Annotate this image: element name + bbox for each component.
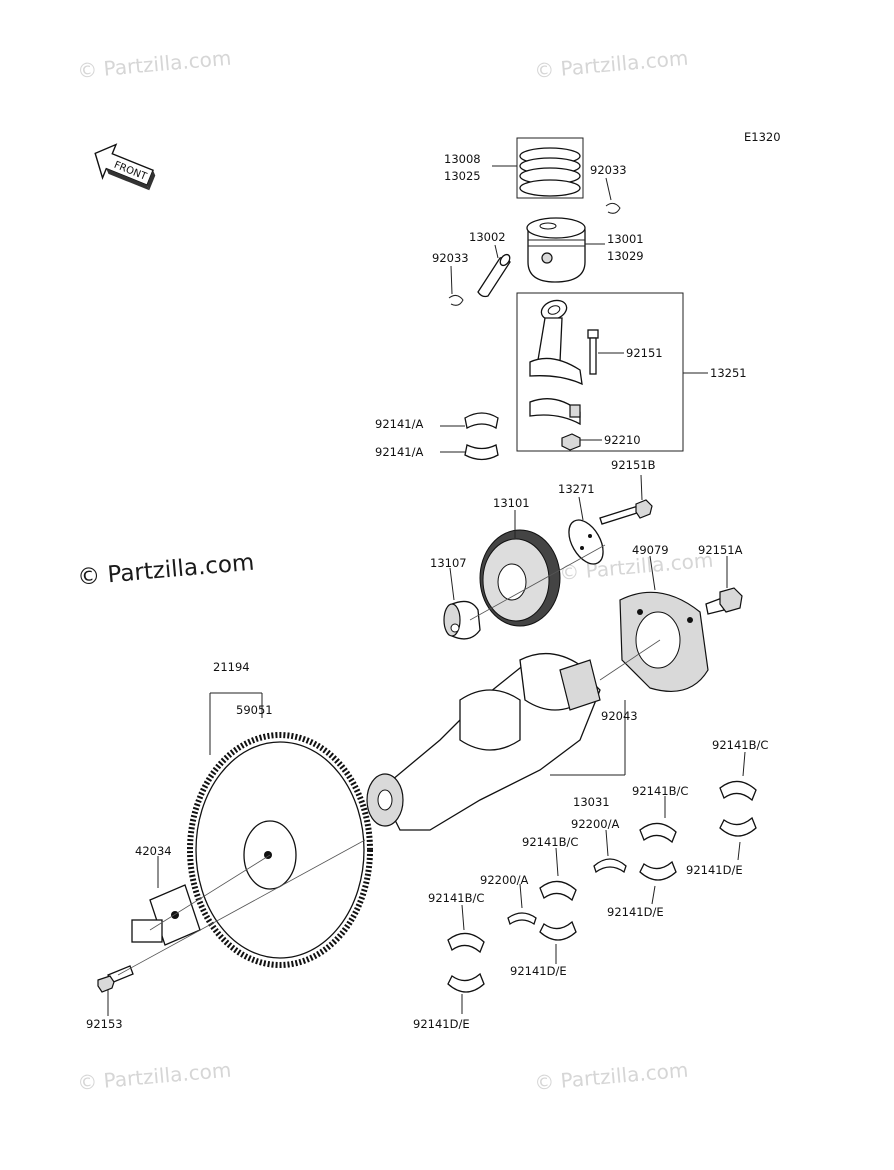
label-92141de-4: 92141D/E bbox=[413, 1017, 470, 1031]
watermark-main: © Partzilla.com bbox=[76, 550, 255, 591]
label-49079: 49079 bbox=[632, 543, 669, 557]
drive-coupling bbox=[131, 884, 201, 946]
piston-pin bbox=[477, 253, 511, 298]
conrod-bolt bbox=[587, 329, 599, 375]
circlip-right bbox=[605, 202, 621, 214]
label-92210: 92210 bbox=[604, 433, 641, 447]
crank-balancer bbox=[619, 591, 709, 692]
watermark-top-right: © Partzilla.com bbox=[533, 46, 689, 83]
watermark-text: © Partzilla.com bbox=[533, 46, 689, 83]
crankshaft bbox=[366, 652, 601, 831]
label-92141de-2: 92141D/E bbox=[607, 905, 664, 919]
crankshaft-gear bbox=[479, 529, 561, 627]
label-92151a: 92151A bbox=[698, 543, 743, 557]
piston-ring-set bbox=[516, 137, 584, 199]
label-21194: 21194 bbox=[213, 660, 250, 674]
label-13008: 13008 bbox=[444, 152, 481, 166]
connecting-rod bbox=[529, 299, 583, 426]
label-92141de-1: 92141D/E bbox=[686, 863, 743, 877]
crank-gear-plate bbox=[568, 519, 604, 565]
label-42034: 42034 bbox=[135, 844, 172, 858]
label-13101: 13101 bbox=[493, 496, 530, 510]
label-92151b: 92151B bbox=[611, 458, 656, 472]
label-13107: 13107 bbox=[430, 556, 467, 570]
watermark-main-text: © Partzilla.com bbox=[76, 550, 255, 591]
piston bbox=[526, 217, 586, 283]
label-92200a-1: 92200/A bbox=[571, 817, 619, 831]
connecting-rod-box bbox=[516, 292, 684, 452]
watermark-bottom-right: © Partzilla.com bbox=[533, 1058, 689, 1095]
main-bearing-bc-3 bbox=[639, 822, 677, 844]
thrust-washer-1 bbox=[507, 912, 537, 926]
main-bearing-de-1 bbox=[447, 972, 485, 993]
conrod-bearing-upper bbox=[464, 412, 499, 430]
label-92153: 92153 bbox=[86, 1017, 123, 1031]
label-13271: 13271 bbox=[558, 482, 595, 496]
main-bearing-bc-2 bbox=[539, 880, 577, 902]
watermark-text: © Partzilla.com bbox=[76, 46, 232, 83]
label-92141bc-1: 92141B/C bbox=[632, 784, 688, 798]
watermark-top-left: © Partzilla.com bbox=[76, 46, 232, 83]
circlip-left bbox=[448, 294, 464, 306]
front-arrow-icon: FRONT bbox=[94, 143, 156, 191]
bolt-92151a bbox=[705, 587, 743, 615]
label-92141bc-4: 92141B/C bbox=[712, 738, 768, 752]
label-92141a-upper: 92141/A bbox=[375, 417, 423, 431]
label-92151: 92151 bbox=[626, 346, 663, 360]
label-92200a-2: 92200/A bbox=[480, 873, 528, 887]
conrod-bearing-lower bbox=[464, 444, 499, 461]
main-bearing-bc-1 bbox=[447, 932, 485, 954]
diagram-code: E1320 bbox=[744, 130, 781, 144]
watermark-bottom-left: © Partzilla.com bbox=[76, 1058, 232, 1095]
watermark-text: © Partzilla.com bbox=[76, 1058, 232, 1095]
watermark-text: © Partzilla.com bbox=[533, 1058, 689, 1095]
label-92033-right: 92033 bbox=[590, 163, 627, 177]
label-13002: 13002 bbox=[469, 230, 506, 244]
flywheel bbox=[187, 732, 373, 968]
label-13031: 13031 bbox=[573, 795, 610, 809]
conrod-nut bbox=[561, 433, 581, 451]
label-92033-left: 92033 bbox=[432, 251, 469, 265]
label-13001: 13001 bbox=[607, 232, 644, 246]
main-bearing-bc-4 bbox=[719, 780, 757, 802]
label-92141de-3: 92141D/E bbox=[510, 964, 567, 978]
label-13251: 13251 bbox=[710, 366, 747, 380]
gear-collar bbox=[443, 600, 481, 640]
label-92043: 92043 bbox=[601, 709, 638, 723]
main-bearing-de-2 bbox=[539, 920, 577, 941]
main-bearing-de-4 bbox=[719, 816, 757, 837]
bolt-92151b bbox=[599, 499, 653, 525]
thrust-washer-2 bbox=[593, 858, 627, 874]
main-bearing-de-3 bbox=[639, 860, 677, 881]
label-92141bc-2: 92141B/C bbox=[522, 835, 578, 849]
assembly-axis-lines bbox=[117, 544, 661, 976]
label-92141a-lower: 92141/A bbox=[375, 445, 423, 459]
label-13025: 13025 bbox=[444, 169, 481, 183]
label-59051: 59051 bbox=[236, 703, 273, 717]
label-92141bc-3: 92141B/C bbox=[428, 891, 484, 905]
label-13029: 13029 bbox=[607, 249, 644, 263]
